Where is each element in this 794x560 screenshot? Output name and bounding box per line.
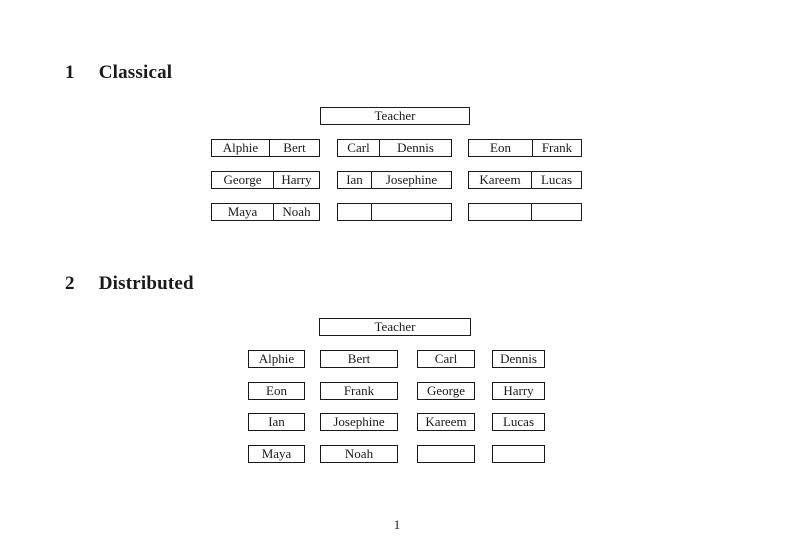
student-cell: Frank [532, 140, 581, 156]
student-cell: Noah [273, 204, 319, 220]
section-heading-classical: 1 Classical [65, 62, 172, 84]
student-cell: Harry [273, 172, 319, 188]
student-box: Carl [417, 350, 475, 368]
student-box: George [417, 382, 475, 400]
teacher-label: Teacher [374, 319, 416, 334]
student-box: Eon [248, 382, 305, 400]
student-box: Alphie [248, 350, 305, 368]
empty-cell [338, 204, 371, 220]
empty-cell [371, 204, 451, 220]
student-box: Harry [492, 382, 545, 400]
section-title: Classical [98, 62, 173, 83]
student-cell: Lucas [531, 172, 581, 188]
teacher-box: Teacher [320, 107, 470, 125]
student-box: Bert [320, 350, 398, 368]
student-box: Dennis [492, 350, 545, 368]
student-cell: Eon [490, 140, 511, 155]
empty-student-box [417, 445, 475, 463]
student-cell: Maya [227, 204, 258, 219]
group-box: Alphie Bert [211, 139, 320, 157]
teacher-box: Teacher [319, 318, 471, 336]
empty-group-box [337, 203, 452, 221]
empty-student-box [492, 445, 545, 463]
section-title: Distributed [98, 273, 194, 294]
student-cell: George [223, 172, 262, 187]
page-number: 1 [393, 517, 401, 532]
student-box: Ian [248, 413, 305, 431]
student-box: Kareem [417, 413, 475, 431]
student-cell: Carl [347, 140, 370, 155]
teacher-label: Teacher [374, 108, 416, 123]
student-box: Frank [320, 382, 398, 400]
group-box: Kareem Lucas [468, 171, 582, 189]
student-cell: Josephine [371, 172, 451, 188]
section-number: 1 [65, 62, 75, 83]
student-cell: Dennis [379, 140, 451, 156]
group-box: Ian Josephine [337, 171, 452, 189]
student-cell: Kareem [479, 172, 521, 187]
student-box: Lucas [492, 413, 545, 431]
group-box: Carl Dennis [337, 139, 452, 157]
student-cell: Alphie [222, 140, 259, 155]
student-cell: Ian [346, 172, 363, 187]
group-box: Eon Frank [468, 139, 582, 157]
empty-group-box [468, 203, 582, 221]
group-box: George Harry [211, 171, 320, 189]
section-number: 2 [65, 273, 75, 294]
student-box: Maya [248, 445, 305, 463]
student-box: Josephine [320, 413, 398, 431]
empty-cell [469, 204, 531, 220]
group-box: Maya Noah [211, 203, 320, 221]
section-heading-distributed: 2 Distributed [65, 273, 194, 295]
student-box: Noah [320, 445, 398, 463]
empty-cell [531, 204, 581, 220]
student-cell: Bert [269, 140, 319, 156]
